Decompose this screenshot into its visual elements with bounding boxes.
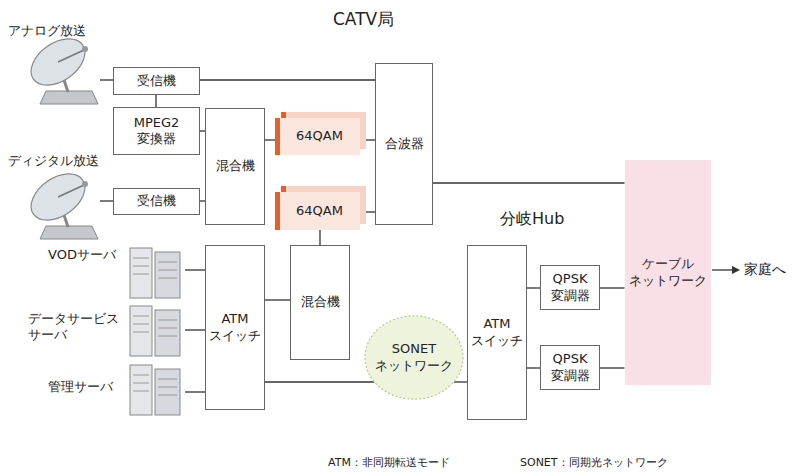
- connector-line: [185, 329, 205, 330]
- destination-label: 家庭へ: [744, 261, 786, 279]
- node-text: SONET ネットワーク: [375, 341, 453, 374]
- modulator-box: 64QAM: [275, 192, 360, 230]
- region-title: CATV局: [333, 9, 394, 30]
- node-text: ATM スイッチ: [209, 311, 261, 344]
- node-text: 管理サーバ: [48, 379, 113, 395]
- node-text: 受信機: [137, 193, 176, 209]
- node-text: 混合機: [301, 294, 340, 310]
- connector-line: [454, 381, 467, 382]
- server-node: 管理サーバ: [45, 362, 185, 417]
- node-text: ディジタル放送: [8, 153, 99, 169]
- node-text: VODサーバ: [48, 247, 116, 263]
- broadcast-source: ディジタル放送: [5, 150, 100, 238]
- node-text: 受信機: [137, 73, 176, 89]
- node-text: ATM スイッチ: [471, 316, 523, 349]
- connector-line: [100, 200, 113, 201]
- node-text: 混合機: [216, 158, 255, 174]
- connector-line: [527, 367, 540, 368]
- atm-switch-box: ATM スイッチ: [467, 245, 527, 420]
- broadcast-source: アナログ放送: [5, 20, 100, 108]
- connector-line: [527, 287, 540, 288]
- connector-line: [265, 299, 290, 300]
- server-node: VODサーバ: [45, 240, 185, 300]
- modulator-box: QPSK 変調器: [540, 345, 600, 390]
- home-arrow: [712, 266, 740, 274]
- region-title: 分岐Hub: [500, 209, 564, 229]
- converter-box: MPEG2 変換器: [113, 107, 200, 155]
- node-text: QPSK 変調器: [551, 351, 590, 384]
- node-text: 64QAM: [292, 203, 343, 219]
- satellite-dish: [23, 29, 98, 104]
- modulator-box: QPSK 変調器: [540, 265, 600, 310]
- node-text: QPSK 変調器: [551, 271, 590, 304]
- network-ellipse: SONET ネットワーク: [364, 315, 464, 400]
- abbreviation-note: SONET：同期光ネットワーク: [520, 455, 668, 470]
- receiver-box: 受信機: [113, 188, 200, 215]
- connector-line: [319, 230, 320, 245]
- connector-line: [185, 269, 205, 270]
- node-text: MPEG2 変換器: [134, 115, 180, 148]
- connector-line: [185, 391, 205, 392]
- connector-line: [600, 367, 625, 368]
- modulator-box: 64QAM: [275, 118, 360, 155]
- connector-line: [265, 139, 275, 140]
- server-icon: [130, 248, 180, 298]
- cable-network-band: ケーブル ネットワーク: [625, 160, 711, 385]
- node-text: 合波器: [385, 136, 424, 152]
- node-text: アナログ放送: [8, 23, 86, 39]
- receiver-box: 受信機: [113, 67, 200, 95]
- connector-line: [155, 95, 156, 107]
- connector-line: [600, 287, 625, 288]
- connector-line: [433, 182, 625, 183]
- connector-line: [265, 381, 374, 382]
- connector-line: [200, 79, 375, 80]
- connector-line: [100, 79, 113, 80]
- server-icon: [130, 365, 180, 415]
- server-node: データサービス サーバ: [25, 305, 185, 358]
- node-text: データサービス サーバ: [28, 311, 119, 344]
- mixer-box: 混合機: [205, 108, 265, 225]
- node-text: ケーブル ネットワーク: [629, 256, 707, 289]
- combiner-box: 合波器: [375, 63, 433, 225]
- satellite-dish: [23, 164, 98, 239]
- mixer-box: 混合機: [290, 245, 350, 360]
- atm-switch-box: ATM スイッチ: [205, 245, 265, 410]
- server-icon: [130, 306, 180, 356]
- abbreviation-note: ATM：非同期転送モード: [328, 455, 450, 470]
- node-text: 64QAM: [292, 128, 343, 144]
